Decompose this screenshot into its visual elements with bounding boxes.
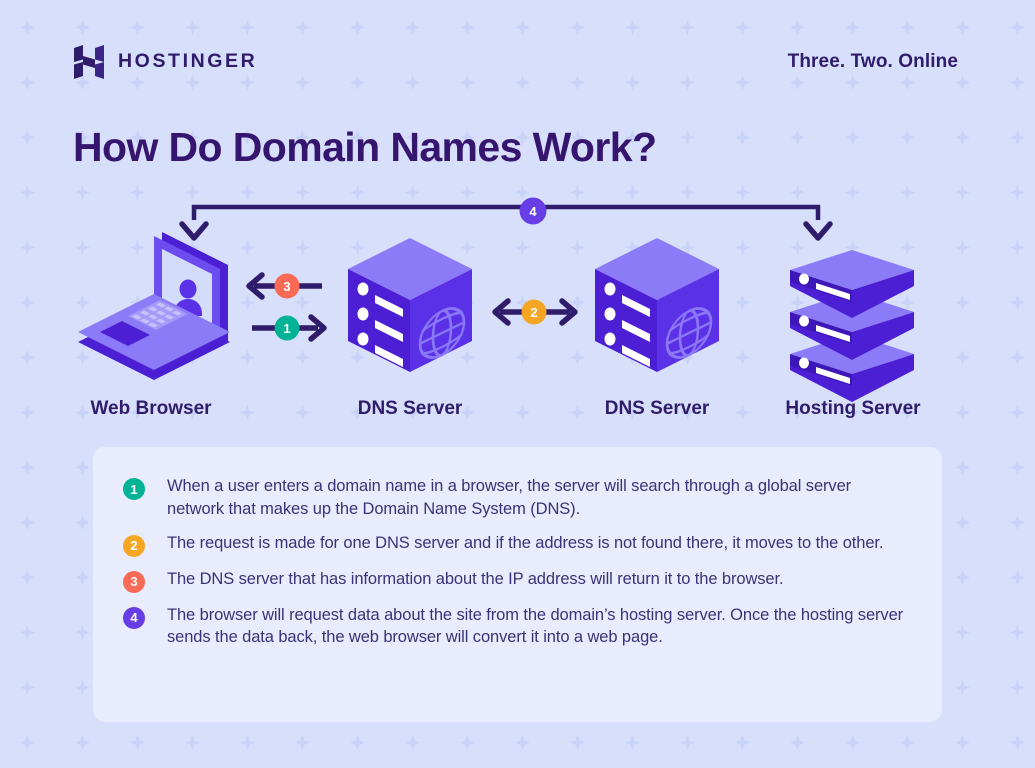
server-cube-globe-icon-1 — [348, 238, 472, 372]
logo-wordmark: HOSTINGER — [118, 50, 258, 73]
hostinger-h-logo-icon — [74, 45, 104, 79]
laptop-with-user-icon — [78, 232, 230, 380]
legend-card: 1 When a user enters a domain name in a … — [93, 447, 942, 722]
svg-text:4: 4 — [529, 204, 537, 219]
page-title: How Do Domain Names Work? — [73, 124, 657, 170]
svg-text:2: 2 — [530, 305, 537, 320]
legend-item-3: 3 The DNS server that has information ab… — [123, 568, 912, 593]
svg-text:1: 1 — [283, 321, 290, 336]
tagline: Three. Two. Online — [787, 51, 958, 72]
legend-badge-4: 4 — [123, 606, 145, 629]
node-label-web-browser: Web Browser — [90, 398, 212, 419]
legend-item-4: 4 The browser will request data about th… — [123, 604, 912, 650]
connector-4-bracket — [179, 204, 833, 241]
legend-item-1: 1 When a user enters a domain name in a … — [123, 475, 912, 521]
legend-badge-1: 1 — [123, 478, 145, 500]
legend-text-1: When a user enters a domain name in a br… — [167, 477, 852, 518]
domain-flow-diagram: 4 — [0, 190, 1035, 430]
page-header: HOSTINGER Three. Two. Online — [74, 45, 975, 87]
legend-item-2: 2 The request is made for one DNS server… — [123, 532, 912, 557]
legend-text-2: The request is made for one DNS server a… — [167, 533, 884, 552]
legend-text-4: The browser will request data about the … — [167, 605, 904, 647]
badge-2: 2 — [521, 299, 547, 325]
hostinger-logo[interactable]: HOSTINGER — [74, 45, 257, 79]
server-cube-globe-icon-2 — [595, 238, 719, 372]
node-label-dns-server-2: DNS Server — [604, 398, 710, 419]
node-label-hosting-server: Hosting Server — [785, 398, 921, 419]
stacked-servers-icon — [790, 250, 914, 402]
badge-1: 1 — [274, 315, 300, 341]
legend-text-3: The DNS server that has information abou… — [167, 569, 784, 588]
svg-text:3: 3 — [283, 279, 290, 294]
legend-badge-3: 3 — [123, 570, 145, 593]
badge-3: 3 — [274, 273, 300, 299]
legend-badge-2: 2 — [123, 534, 145, 557]
badge-4: 4 — [519, 197, 547, 225]
node-label-dns-server-1: DNS Server — [357, 398, 463, 419]
